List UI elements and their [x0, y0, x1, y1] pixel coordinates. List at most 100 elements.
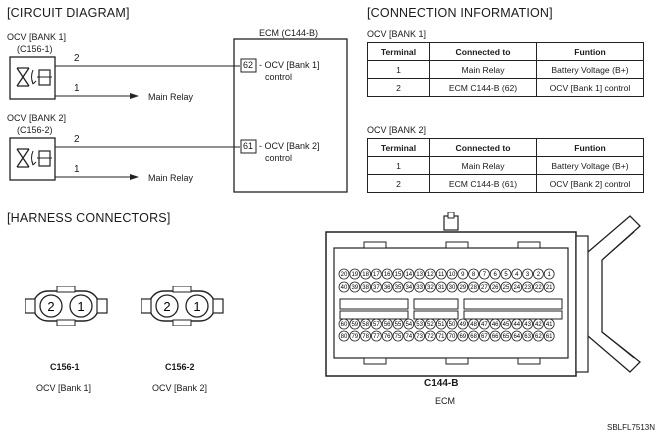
- pin-number: 51: [438, 322, 445, 328]
- pin-circle: [532, 281, 544, 293]
- pin-circle: [349, 330, 361, 342]
- table-row: 1 Main Relay Battery Voltage (B+): [367, 156, 644, 175]
- pin-circle: [349, 318, 361, 330]
- pin-circle: [425, 318, 436, 330]
- pin-circle: [478, 268, 490, 280]
- pin-circle: [543, 281, 555, 293]
- pin-circle: [360, 281, 371, 293]
- pin-circle: [338, 281, 350, 293]
- circuit-wiring: [9, 38, 348, 193]
- pin-number: 72: [427, 334, 434, 340]
- pin-number: 19: [351, 272, 358, 278]
- pin-number: 4: [515, 272, 519, 278]
- conn-bank2-table: Terminal Connected to Funtion 1 Main Rel…: [367, 138, 644, 193]
- ocv-bank1-code: (C156-1): [17, 44, 53, 54]
- pin-number: 64: [513, 334, 520, 340]
- pin-number: 15: [395, 272, 402, 278]
- pin-number: 31: [438, 285, 445, 291]
- pin-number: 38: [362, 285, 369, 291]
- bank2-pin-top: 2: [74, 134, 80, 145]
- pin-number: 30: [449, 285, 456, 291]
- pin-circle: [360, 330, 371, 342]
- pin-circle: [457, 330, 469, 342]
- pin-number: 53: [416, 322, 423, 328]
- pin-circle: [425, 268, 436, 280]
- pin-circle: [381, 268, 393, 280]
- c144-b-desc: ECM: [435, 396, 455, 406]
- terminal-cell: 1: [367, 60, 430, 79]
- pin-number: 14: [405, 272, 412, 278]
- pin-number: 66: [492, 334, 499, 340]
- pin-circle: [468, 318, 480, 330]
- pin-circle: [522, 281, 534, 293]
- pin-number: 27: [481, 285, 488, 291]
- pin-circle: [381, 281, 393, 293]
- pin-number: 56: [384, 322, 391, 328]
- pin-number: 57: [373, 322, 380, 328]
- pin-number: 40: [341, 285, 348, 291]
- terminal-cell: 1: [367, 156, 430, 175]
- ocv-bank1-solenoid-icon: [9, 56, 56, 100]
- pin-circle: [338, 318, 350, 330]
- pin-number: 69: [459, 334, 466, 340]
- pin-number: 78: [362, 334, 369, 340]
- pin-number: 17: [373, 272, 380, 278]
- function-cell: OCV [Bank 2] control: [536, 174, 644, 193]
- c156-1-desc: OCV [Bank 1]: [36, 383, 92, 393]
- pin-circle: [511, 281, 523, 293]
- c144-b-code: C144-B: [424, 378, 459, 389]
- pin-number: 44: [513, 322, 520, 328]
- bank1-pin-bottom: 1: [74, 83, 80, 94]
- pin-number: 13: [416, 272, 423, 278]
- pin-number: 6: [494, 272, 498, 278]
- pin-number: 46: [492, 322, 499, 328]
- ocv-bank2-solenoid-icon: [9, 137, 56, 181]
- ecm-pin61-number: 61: [243, 141, 254, 151]
- pin-circle: [414, 281, 425, 293]
- pin-circle: [414, 268, 425, 280]
- pin-number: 35: [395, 285, 402, 291]
- pin-number: 26: [492, 285, 499, 291]
- pin-number: 34: [405, 285, 412, 291]
- pin-circle: [403, 330, 415, 342]
- pin-number: 47: [481, 322, 488, 328]
- conn-bank1-table: Terminal Connected to Funtion 1 Main Rel…: [367, 42, 644, 97]
- ecm-pin61-desc2: control: [265, 153, 293, 163]
- connection-info-title: [CONNECTION INFORMATION]: [367, 6, 553, 20]
- pin-circle: [425, 330, 436, 342]
- bank2-pin-bottom: 1: [74, 164, 80, 175]
- harness-connectors-title: [HARNESS CONNECTORS]: [7, 211, 171, 225]
- pin-number: 8: [472, 272, 476, 278]
- conn-bank1-label: OCV [BANK 1]: [367, 29, 427, 39]
- pin-number: 41: [546, 322, 553, 328]
- pin-number: 28: [470, 285, 477, 291]
- pin-number: 45: [503, 322, 510, 328]
- pin-number: 36: [384, 285, 391, 291]
- pin-number: 74: [405, 334, 412, 340]
- pin-number: 2: [537, 272, 541, 278]
- pin-number: 65: [503, 334, 510, 340]
- col-header-connected: Connected to: [429, 42, 537, 61]
- pin-circle: [360, 268, 371, 280]
- pin-circle: [381, 318, 393, 330]
- pin-number: 33: [416, 285, 423, 291]
- c156-2-connector-icon: 2 1: [141, 286, 224, 326]
- pin-number: 73: [416, 334, 423, 340]
- function-cell: Battery Voltage (B+): [536, 60, 644, 79]
- circuit-diagram-title: [CIRCUIT DIAGRAM]: [7, 6, 130, 20]
- pin-number: 60: [341, 322, 348, 328]
- col-header-terminal: Terminal: [367, 42, 430, 61]
- pin-circle: [511, 318, 523, 330]
- function-cell: OCV [Bank 1] control: [536, 78, 644, 97]
- pin-number: 71: [438, 334, 445, 340]
- pin-number: 21: [546, 285, 553, 291]
- pin-circle: [522, 330, 534, 342]
- ocv-bank2-code: (C156-2): [17, 125, 53, 135]
- pin-number: 80: [341, 334, 348, 340]
- pin-circle: [478, 330, 490, 342]
- col-header-function: Funtion: [536, 42, 644, 61]
- c156-1-code: C156-1: [50, 362, 80, 372]
- pin-number: 63: [524, 334, 531, 340]
- pin-circle: [371, 268, 382, 280]
